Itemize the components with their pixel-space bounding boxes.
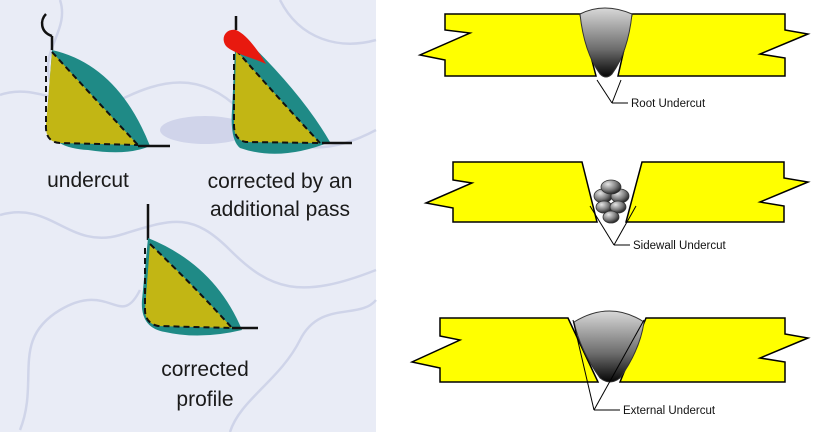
right-plate [617,13,811,77]
root-undercut-diagram: Root Undercut [417,7,811,110]
right-plate [625,161,811,223]
fillet-weld-undercut [40,13,170,153]
label-corrected-profile-2: profile [176,388,233,411]
undercut-notch [40,13,53,38]
external-undercut-diagram: External Undercut [409,310,811,417]
external-undercut-pointer [572,319,645,411]
left-plate [417,13,597,77]
fillet-weld-corrected-profile [141,204,258,336]
fillet-weld-additional-pass [223,16,352,154]
weld-fill [145,244,232,328]
label-root-undercut: Root Undercut [631,98,706,110]
additional-pass-bead [223,29,266,65]
left-plate [423,161,598,223]
label-corrected-by-pass-2: additional pass [210,198,350,221]
label-corrected-profile-1: corrected [161,358,249,381]
root-undercut-pointer [596,79,628,104]
label-undercut: undercut [47,169,129,192]
label-sidewall-undercut: Sidewall Undercut [633,240,726,252]
weld-fill [45,52,138,145]
weld-bead [579,7,633,78]
multi-pass-beads [593,179,630,224]
label-external-undercut: External Undercut [623,405,716,417]
weld-bead [573,310,645,383]
right-plate [618,317,811,383]
label-corrected-by-pass-1: corrected by an [208,170,353,193]
sidewall-undercut-diagram: Sidewall Undercut [423,161,811,252]
sidewall-undercut-pointer [589,205,637,246]
left-plate [409,317,600,383]
left-panel: undercut corrected by an additional pass… [0,0,377,432]
right-panel: Root Undercut Sidewall Undercut [409,7,811,417]
